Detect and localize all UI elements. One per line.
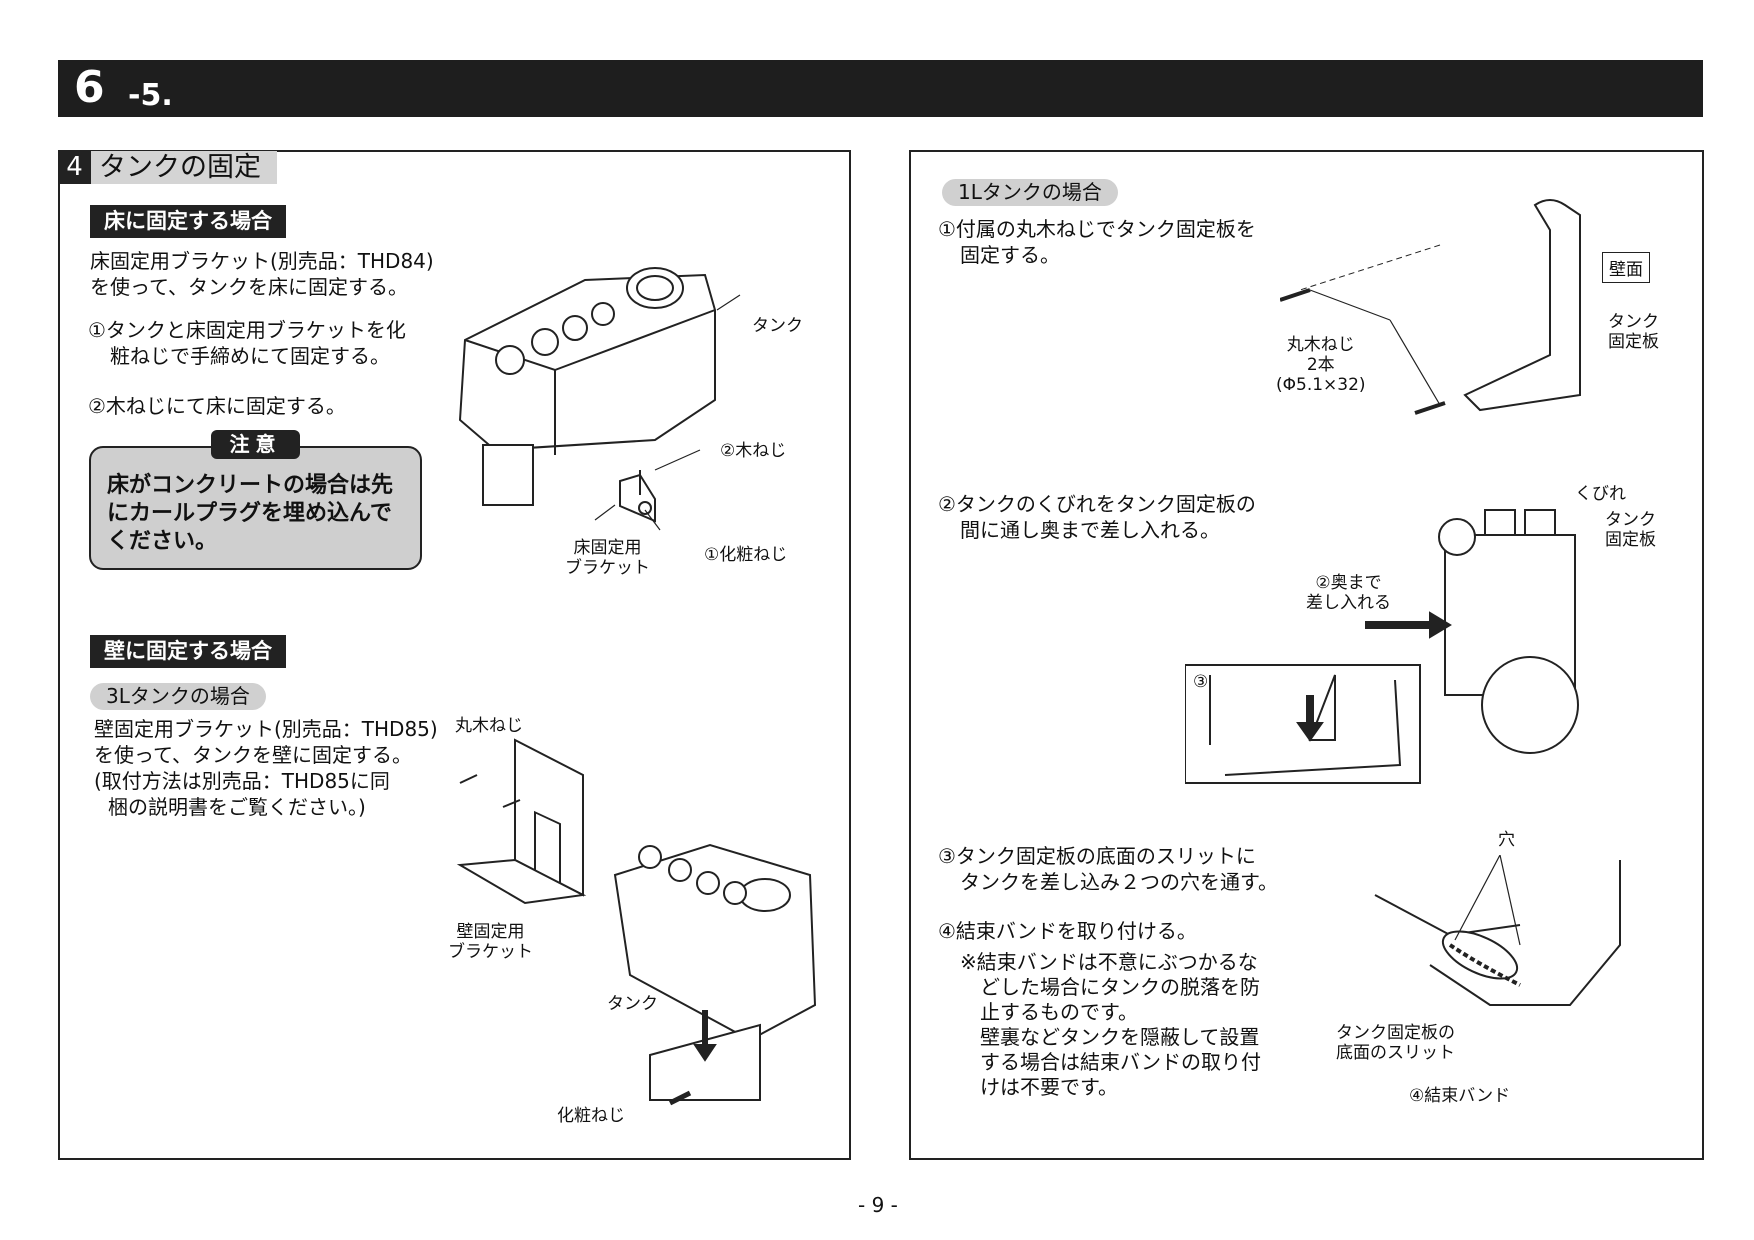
label-round-screws: 丸木ねじ 2本 (Φ5.1×32) [1276,335,1366,395]
label-wall-bracket: 壁固定用 ブラケット [448,922,533,962]
right-step1-cont: 固定する。 [960,243,1060,267]
label-tank-plate: タンク 固定板 [1608,312,1659,352]
label-wall-tank: タンク [607,994,658,1014]
label-tank: タンク [752,316,803,336]
section-heading: タンクの固定 [91,151,277,184]
label-insert: ②奥まで 差し入れる [1306,573,1391,613]
right-step4: ④結束バンドを取り付ける。 [938,919,1197,943]
right-step3: ③タンク固定板の底面のスリットに [938,844,1256,868]
caution-tag: 注意 [211,430,300,459]
wall-label: 壁に固定する場合 [90,635,286,668]
chapter-subnumber: -5. [128,78,173,113]
pill-3l-tank: 3Lタンクの場合 [90,683,266,710]
right-step2: ②タンクのくびれをタンク固定板の [938,492,1256,516]
label-wood-screw: ②木ねじ [720,441,787,461]
chapter-number: 6 [74,62,105,113]
label-neck: くびれ [1575,484,1626,504]
wall-intro-4: 梱の説明書をご覧ください。) [108,795,366,819]
label-slit: タンク固定板の 底面のスリット [1336,1023,1455,1063]
wall-surface-label: 壁面 [1602,252,1650,283]
floor-label: 床に固定する場合 [90,205,286,238]
label-band: ④結束バンド [1409,1086,1511,1106]
tank-insert-illustration [1185,509,1579,784]
section-number: 4 [58,151,91,184]
label-round-screw: 丸木ねじ [455,716,523,736]
wall-intro: 壁固定用ブラケット(別売品：THD85) [94,717,438,741]
inset-number: ③ [1193,672,1209,692]
floor-step1-cont: 粧ねじで手締めにて固定する。 [110,344,390,368]
label-tank-plate-2: タンク 固定板 [1605,510,1656,550]
left-panel [58,150,851,1160]
wall-intro-2: を使って、タンクを壁に固定する。 [94,743,412,767]
right-step2-cont: 間に通し奥まで差し入れる。 [960,518,1220,542]
floor-step2: ②木ねじにて床に固定する。 [88,394,346,418]
label-wall-cosmetic-screw: 化粧ねじ [557,1106,625,1126]
right-panel [909,150,1704,1160]
pill-1l-tank: 1Lタンクの場合 [942,179,1118,206]
floor-step1: ①タンクと床固定用ブラケットを化 [88,318,406,342]
slit-band-illustration [1374,855,1621,1006]
section-title: 4 タンクの固定 [58,151,277,184]
floor-intro: 床固定用ブラケット(別売品：THD84) を使って、タンクを床に固定する。 [90,249,434,299]
label-cosmetic-screw: ①化粧ねじ [704,545,788,565]
page-number: - 9 - [858,1193,898,1217]
right-step1: ①付属の丸木ねじでタンク固定板を [938,217,1256,241]
wall-tank-illustration [613,843,817,1106]
right-note: ※結束バンドは不意にぶつかるな どした場合にタンクの脱落を防 止するものです。 … [960,950,1261,1099]
caution-box: 床がコンクリートの場合は先にカールプラグを埋め込んでください。 [89,446,422,570]
label-hole: 穴 [1498,830,1515,850]
floor-tank-illustration [458,267,741,531]
wall-intro-3: (取付方法は別売品：THD85に同 [94,769,390,793]
plate-screw-illustration [1280,199,1581,415]
right-step3-cont: タンクを差し込み２つの穴を通す。 [960,870,1278,894]
wall-bracket-illustration [456,738,587,905]
chapter-header-bar: 6 -5. [58,60,1703,117]
label-floor-bracket: 床固定用 ブラケット [565,538,650,578]
